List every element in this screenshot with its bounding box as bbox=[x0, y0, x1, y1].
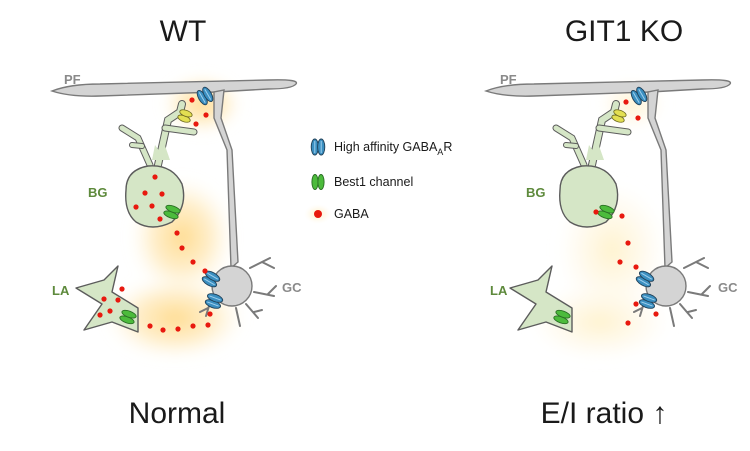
ko-bg-label: BG bbox=[526, 185, 546, 200]
ko-la-label: LA bbox=[490, 283, 508, 298]
legend-channel-label: Best1 channel bbox=[334, 175, 413, 189]
wt-parallel-fiber bbox=[49, 79, 298, 97]
wt-gaba-dots bbox=[97, 97, 213, 333]
legend-receptor-label: High affinity GABAAR bbox=[334, 140, 452, 157]
ko-gaba-dots bbox=[593, 99, 659, 326]
legend-gaba-dot-icon bbox=[314, 210, 322, 218]
wt-pf-label: PF bbox=[64, 72, 81, 87]
wt-la-label: LA bbox=[52, 283, 70, 298]
ko-gc-label: GC bbox=[718, 280, 738, 295]
ko-astrocyte bbox=[509, 265, 573, 333]
legend: High affinity GABAAR Best1 channel GABA bbox=[304, 138, 452, 224]
panel-wt: WT PF BG LA GC Normal bbox=[49, 15, 302, 430]
legend-channel-icon bbox=[311, 174, 325, 190]
ko-title: GIT1 KO bbox=[565, 15, 683, 48]
wt-caption: Normal bbox=[129, 397, 226, 430]
wt-bg-label: BG bbox=[88, 185, 108, 200]
legend-gaba-label: GABA bbox=[334, 207, 369, 221]
ko-pf-label: PF bbox=[500, 72, 517, 87]
ko-caption: E/I ratio ↑ bbox=[541, 397, 668, 430]
ko-parallel-fiber bbox=[483, 79, 732, 97]
wt-title: WT bbox=[160, 15, 207, 48]
wt-astrocyte bbox=[75, 265, 139, 333]
wt-gc-label: GC bbox=[282, 280, 302, 295]
legend-receptor-icon bbox=[310, 138, 326, 156]
panel-ko: GIT1 KO PF BG LA GC E/I ratio ↑ bbox=[483, 15, 738, 430]
